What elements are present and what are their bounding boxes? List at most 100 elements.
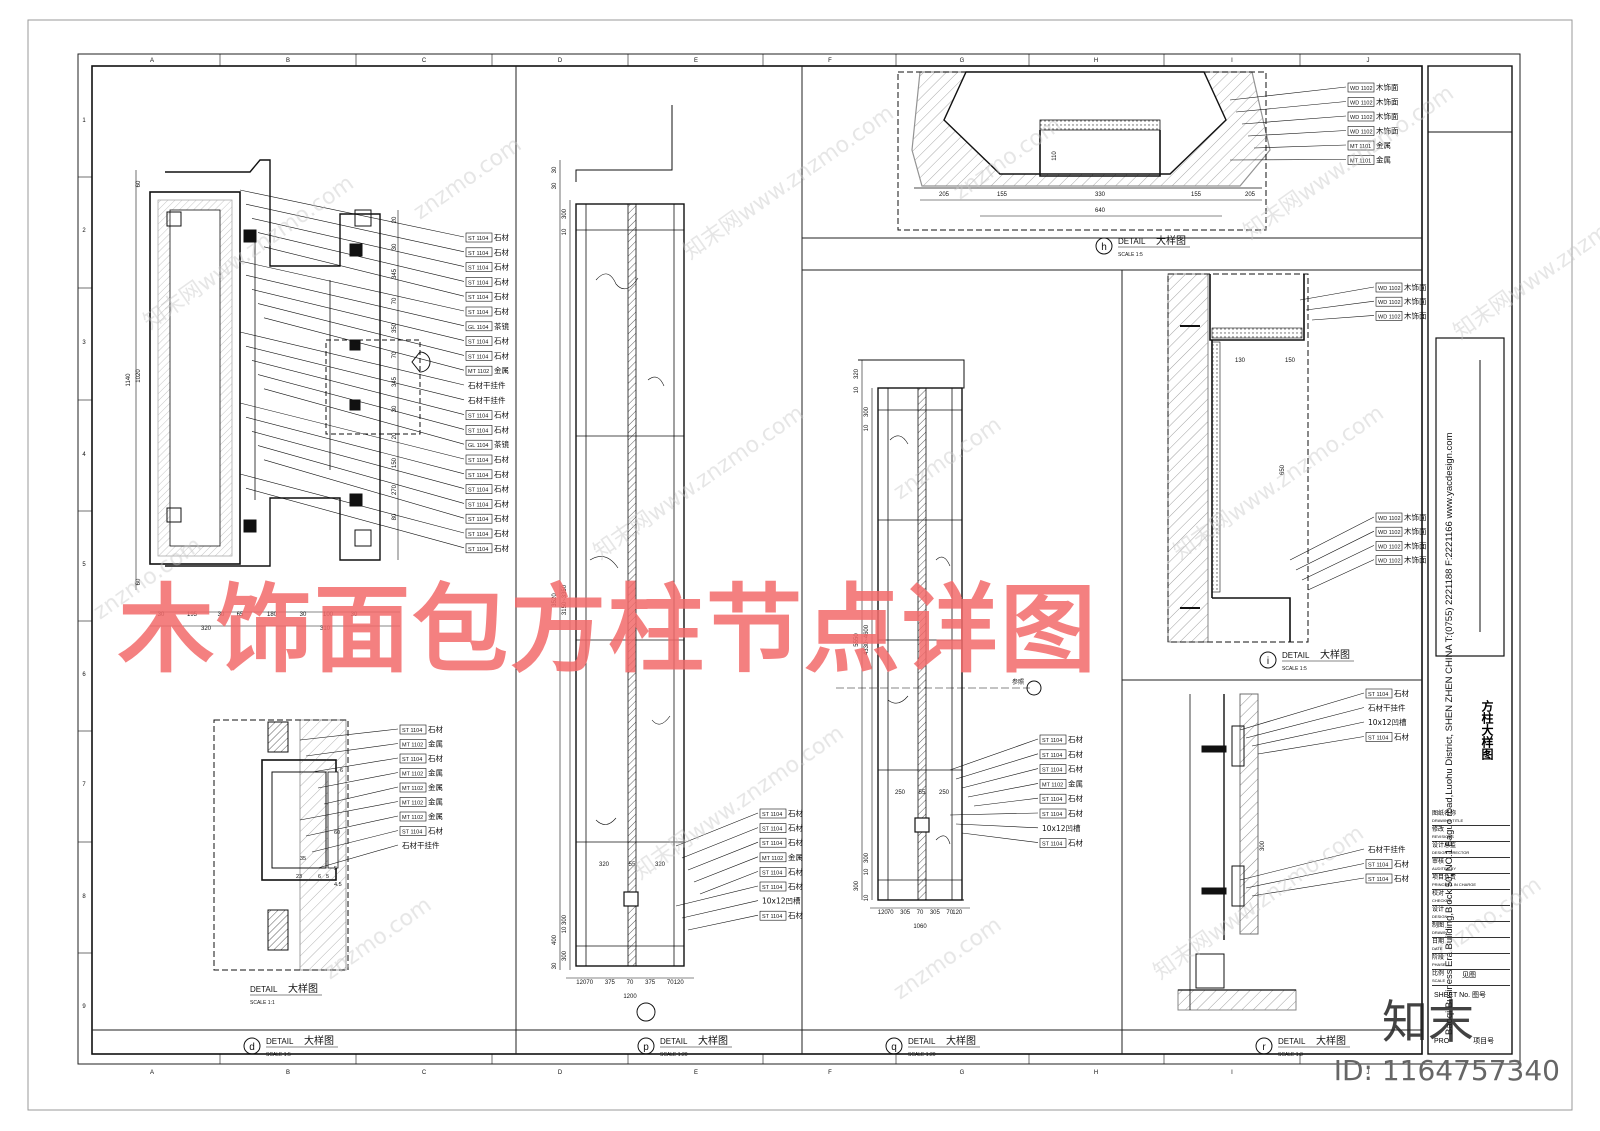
grid-col-label-bottom: A [150,1070,154,1076]
callout-material: 石材 [428,753,443,763]
material-callout: 石材干挂件 [402,840,440,850]
detail-label: DETAIL [1118,237,1146,246]
title-field-en: DRAWN [1432,930,1447,935]
title-field-en: REVISIONS [1432,834,1454,839]
dim-text: 10 [562,228,568,235]
dim-text: 300 [864,852,870,863]
callout-material: 金属 [788,852,803,862]
detail-q-dimensions [949,738,1039,843]
dim-text: 305 [900,910,911,916]
callout-material: 金属 [1376,140,1391,150]
leader-line [949,812,1039,816]
callout-code: ST 1104 [762,827,782,833]
watermark-text: znzmo.com [409,132,526,224]
dim-text: 120 [674,980,685,986]
leader-line [305,815,399,837]
leader-line [311,830,399,853]
watermark-text: znzmo.com [889,412,1006,504]
callout-material: 石材 [1068,764,1084,774]
callout-tag-box [465,439,493,450]
title-field-cn: 设计 [1432,906,1445,913]
frame-inner [91,65,1423,1055]
callout-code: MT 1102 [762,856,783,862]
leader-line [1229,86,1347,101]
material-callout: 10x12凹槽 [762,896,801,906]
callout-code: MT 1102 [402,772,423,778]
dim-text: 320 [655,862,666,868]
callout-material: 木饰面 [1404,526,1427,536]
frame-outer [77,53,1521,1065]
dim-text: 10 [854,386,860,393]
dim-text: 60 [136,180,142,187]
title-field-cn: 制图 [1432,922,1445,929]
sheet-no-cn: 图号 [1472,992,1487,999]
grid-col-label-top: D [558,58,563,64]
dim-text: 70 [667,980,674,986]
callout-material: 石材 [494,454,509,464]
leader-line [1251,721,1365,747]
callout-tag-box [465,306,493,317]
dim-text: 30 [158,612,165,618]
callout-code: ST 1104 [762,885,782,891]
grid-col-label-bottom: J [1367,1070,1370,1076]
title-field-cn: 审核 [1432,858,1445,865]
dim-text: 305 [930,910,941,916]
callout-code: ST 1104 [468,488,488,494]
grid-col-label-bottom: I [1231,1070,1233,1076]
project-label: PRO [1434,1038,1450,1045]
callout-tag-box [399,826,427,836]
callout-code: ST 1104 [1042,738,1062,744]
image-id-badge: ID: 1164757340 [1333,1054,1560,1087]
callout-tag-box [1039,793,1067,804]
detail-scale: SCALE 1:20 [660,1052,688,1058]
callout-tag-box [1365,732,1393,742]
callout-material: 木饰面 [1404,296,1427,306]
dim-text: 350 [392,322,398,333]
leader-line [699,871,759,895]
material-callout: 石材干挂件 [468,380,506,390]
leader-line [1239,692,1365,731]
callout-tag-box [465,247,493,258]
callout-material: 茶镜 [494,439,509,449]
dim-text: 345 [392,376,398,387]
callout-tag-box [465,484,493,494]
callout-tag-box [465,454,493,465]
leader-line [257,303,465,356]
dim-text: 60 [334,830,340,836]
grid-row-label: 6 [82,672,86,678]
detail-d-leaders [239,189,465,549]
callout-tag-box [1365,873,1393,884]
callout-code: WD 1102 [1350,130,1373,136]
dim-text: 30 [300,612,307,618]
callout-material: 木饰面 [1404,512,1427,522]
detail-i-plan [1167,273,1309,643]
callout-material: 石材 [1068,749,1084,759]
dim-text: 320 [201,626,212,632]
callout-code: GL 1104 [468,443,489,449]
dim-text: 120 [878,910,889,916]
leader-line [1299,286,1375,301]
callout-tag-box [465,262,493,272]
dim-text: 55 [919,790,926,796]
callout-tag-box [1375,526,1403,537]
dim-text: 120 [576,980,587,986]
callout-material: 金属 [428,768,443,778]
callout-material: 石材 [494,498,509,508]
leader-line [949,738,1039,771]
